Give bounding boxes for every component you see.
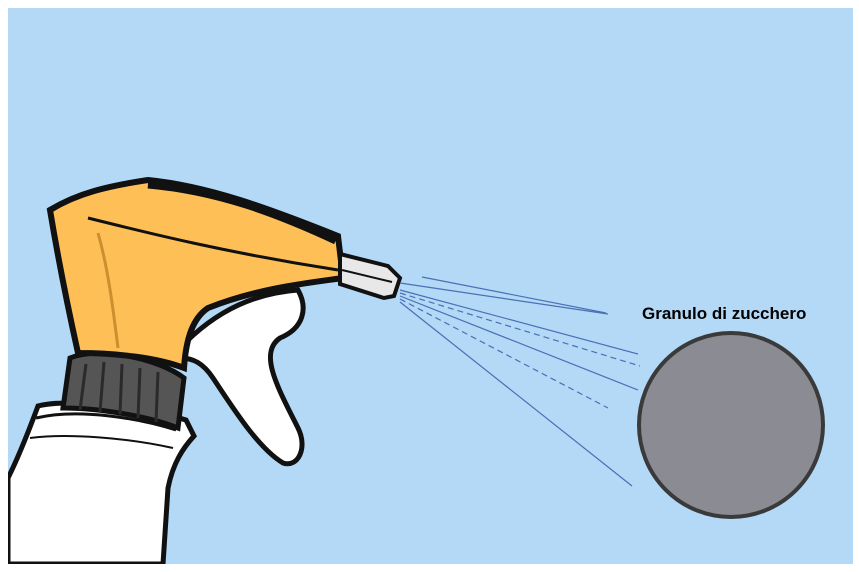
granule-label: Granulo di zucchero <box>642 304 806 324</box>
sugar-granule-icon <box>639 333 823 517</box>
illustration-frame: Granulo di zucchero <box>8 8 853 564</box>
spray-illustration <box>8 8 853 564</box>
